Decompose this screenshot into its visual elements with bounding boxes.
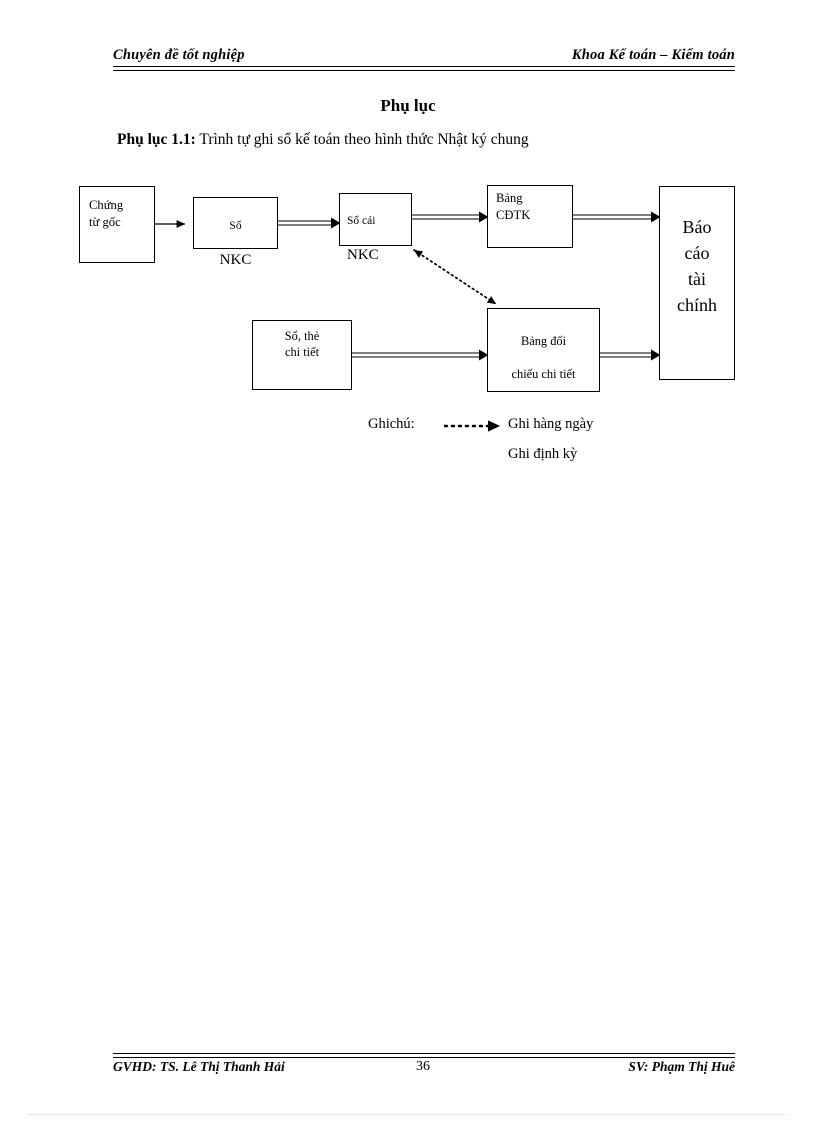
dotted-arrow-icon (444, 420, 500, 432)
node-so-cai-nkc-line1: Sổ cái (347, 215, 376, 228)
node-so-the-chi-tiet[interactable]: Sổ, thẻ chi tiết (252, 320, 352, 390)
header-left-text: Chuyên đề tốt nghiệp (113, 47, 245, 63)
edge-socai-bangdoi-dotted (413, 249, 497, 305)
legend-periodic-text: Ghi định kỳ (508, 446, 578, 462)
header-right-text: Khoa Kế toán – Kiểm toán (571, 47, 735, 63)
header-rule-top (113, 66, 735, 67)
node-bang-doi-chieu-label: Bảng đối chiếu chi tiết (488, 317, 599, 399)
node-bang-doi-chieu-line1: Bảng đối (520, 334, 567, 349)
edge-sonkc-socai (278, 217, 341, 229)
node-so-the-chi-tiet-label: Sổ, thẻ chi tiết (284, 329, 320, 360)
footer-rule-top (113, 1053, 735, 1054)
node-so-nkc-line1: Sổ (229, 220, 242, 233)
edge-bangcdtk-baocao (573, 211, 661, 223)
edge-bangdoi-baocao (600, 349, 661, 361)
section-label: Phụ lục 1.1: (117, 131, 196, 148)
page-title: Phụ lục (380, 96, 436, 115)
legend-title: Ghichú: (368, 416, 415, 432)
node-bao-cao-tai-chinh-label: Báo cáo tài chính (677, 217, 717, 316)
header-rule-bottom (113, 69, 735, 71)
node-so-cai-nkc-label: Sổ cái NKC (347, 197, 379, 283)
footer-rule-bottom (113, 1056, 735, 1058)
node-bang-cdtk[interactable]: Bảng CĐTK (487, 185, 573, 248)
node-bang-cdtk-label: Bảng CĐTK (496, 191, 531, 222)
flowchart-diagram: Chứng từ gốc Sổ NKC Sổ cái NKC Bảng CĐTK… (0, 0, 816, 500)
node-so-nkc-line2: NKC (219, 252, 252, 269)
node-so-nkc[interactable]: Sổ NKC (193, 197, 278, 268)
scan-edge-artifact (28, 1114, 788, 1116)
node-so-cai-nkc-line2: NKC (347, 247, 379, 264)
diagram-legend: Ghichú: Ghi hàng ngày Ghi định kỳ (0, 0, 816, 462)
page-footer: GVHD: TS. Lê Thị Thanh Hải 36 SV: Phạm T… (113, 1059, 735, 1079)
flowchart-connectors (155, 211, 661, 361)
node-bang-doi-chieu-line2: chiếu chi tiết (511, 367, 576, 382)
edge-sothe-bangdoi (352, 349, 489, 361)
node-chung-tu-goc-label: Chứng từ gốc (89, 198, 124, 229)
node-so-cai-nkc[interactable]: Sổ cái NKC (339, 193, 412, 263)
node-bang-doi-chieu-chi-tiet[interactable]: Bảng đối chiếu chi tiết (487, 308, 600, 392)
node-bao-cao-tai-chinh[interactable]: Báo cáo tài chính (659, 186, 735, 380)
page-number: 36 (416, 1059, 430, 1074)
node-so-nkc-label: Sổ NKC (194, 202, 277, 288)
footer-supervisor: GVHD: TS. Lê Thị Thanh Hải (113, 1059, 285, 1074)
legend-daily-text: Ghi hàng ngày (508, 416, 594, 432)
footer-student: SV: Phạm Thị Huê (628, 1059, 735, 1074)
node-chung-tu-goc[interactable]: Chứng từ gốc (79, 186, 155, 263)
section-text: Trình tự ghi sổ kế toán theo hình thức N… (195, 131, 529, 148)
running-header: Chuyên đề tốt nghiệp Khoa Kế toán – Kiểm… (113, 47, 735, 69)
section-heading: Phụ lục 1.1: Trình tự ghi sổ kế toán the… (117, 131, 529, 149)
edge-socai-bangcdtk (412, 211, 489, 223)
